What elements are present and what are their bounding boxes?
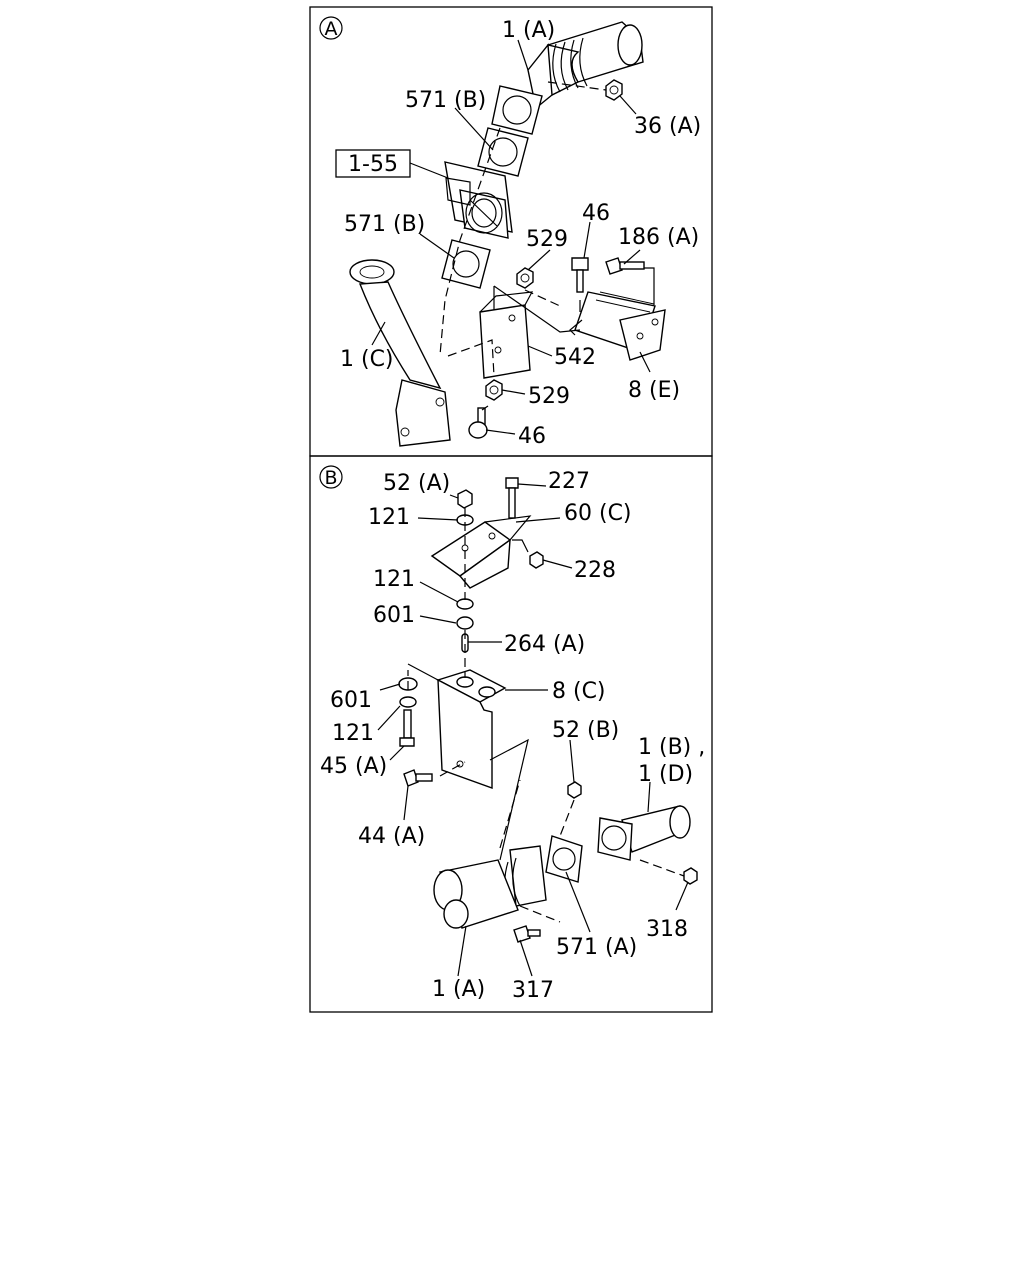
- gasket-571b-lower: [441, 239, 491, 289]
- bolt-46-top: [571, 257, 589, 293]
- label-8e: 8 (E): [628, 378, 680, 403]
- label-44a: 44 (A): [358, 824, 425, 849]
- label-318: 318: [646, 917, 688, 942]
- label-1a-bottom: 1 (A): [432, 977, 485, 1002]
- pipe-1b-1d: [597, 805, 691, 861]
- label-317: 317: [512, 978, 554, 1003]
- label-1b: 1 (B) ,: [638, 735, 705, 760]
- nut-52a: [457, 489, 473, 509]
- label-1a-top: 1 (A): [502, 18, 555, 43]
- nut-52b: [567, 781, 582, 799]
- label-228: 228: [574, 558, 616, 583]
- gasket-571b-upper: [477, 85, 543, 177]
- label-529-bottom: 529: [528, 384, 570, 409]
- panel-a-marker: A: [325, 18, 338, 40]
- panel-a-marker-circle: [319, 16, 343, 40]
- panel-b-marker-circle: [319, 465, 343, 489]
- label-227: 227: [548, 469, 590, 494]
- nut-318: [683, 867, 698, 885]
- label-121-a: 121: [368, 505, 410, 530]
- label-601-b: 601: [330, 688, 372, 713]
- panel-b-frame: [309, 455, 713, 1013]
- label-186a: 186 (A): [618, 225, 699, 250]
- label-1d: 1 (D): [638, 762, 693, 787]
- label-52a: 52 (A): [383, 471, 450, 496]
- bracket-542: [479, 291, 534, 379]
- ref-box-1-55[interactable]: [335, 149, 411, 178]
- bolt-317: [513, 925, 541, 943]
- label-571a: 571 (A): [556, 935, 637, 960]
- panel-b: B: [319, 465, 705, 1003]
- ref-1-55[interactable]: 1-55: [348, 152, 398, 177]
- nut-228: [529, 551, 544, 569]
- label-601-a: 601: [373, 603, 415, 628]
- nut-529-top: [516, 267, 534, 289]
- label-264a: 264 (A): [504, 632, 585, 657]
- gasket-571a: [545, 835, 583, 883]
- bolt-46-bottom: [468, 407, 488, 439]
- washer-121-c: [399, 696, 417, 708]
- label-36a: 36 (A): [634, 114, 701, 139]
- label-60c: 60 (C): [564, 501, 632, 526]
- label-45a: 45 (A): [320, 754, 387, 779]
- label-121-c: 121: [332, 721, 374, 746]
- label-8c: 8 (C): [552, 679, 606, 704]
- bracket-8c: [436, 669, 507, 789]
- bolt-45a: [399, 709, 415, 747]
- nut-529-bottom: [485, 379, 503, 401]
- panel-a: A: [319, 16, 701, 449]
- label-46-top: 46: [582, 201, 610, 226]
- bolt-44a: [403, 769, 433, 787]
- nut-36a: [605, 79, 623, 101]
- bolt-186a: [605, 257, 645, 275]
- label-1c: 1 (C): [340, 347, 394, 372]
- pipe-1a-bottom: [433, 845, 547, 929]
- pipe-1c: [349, 259, 451, 447]
- label-46-bottom: 46: [518, 424, 546, 449]
- washer-121-b: [456, 598, 474, 610]
- pipe-1a-top: [527, 21, 644, 110]
- label-571b-lower: 571 (B): [344, 212, 425, 237]
- bracket-60c: [430, 515, 532, 589]
- throttle-body: [444, 161, 513, 239]
- label-542: 542: [554, 345, 596, 370]
- label-529-top: 529: [526, 227, 568, 252]
- rubber-601-a: [456, 616, 474, 630]
- label-571b-upper: 571 (B): [405, 88, 486, 113]
- label-52b: 52 (B): [552, 718, 619, 743]
- bracket-8e: [574, 291, 666, 361]
- label-121-b: 121: [373, 567, 415, 592]
- bolt-227: [505, 477, 519, 519]
- panel-b-marker: B: [324, 467, 337, 489]
